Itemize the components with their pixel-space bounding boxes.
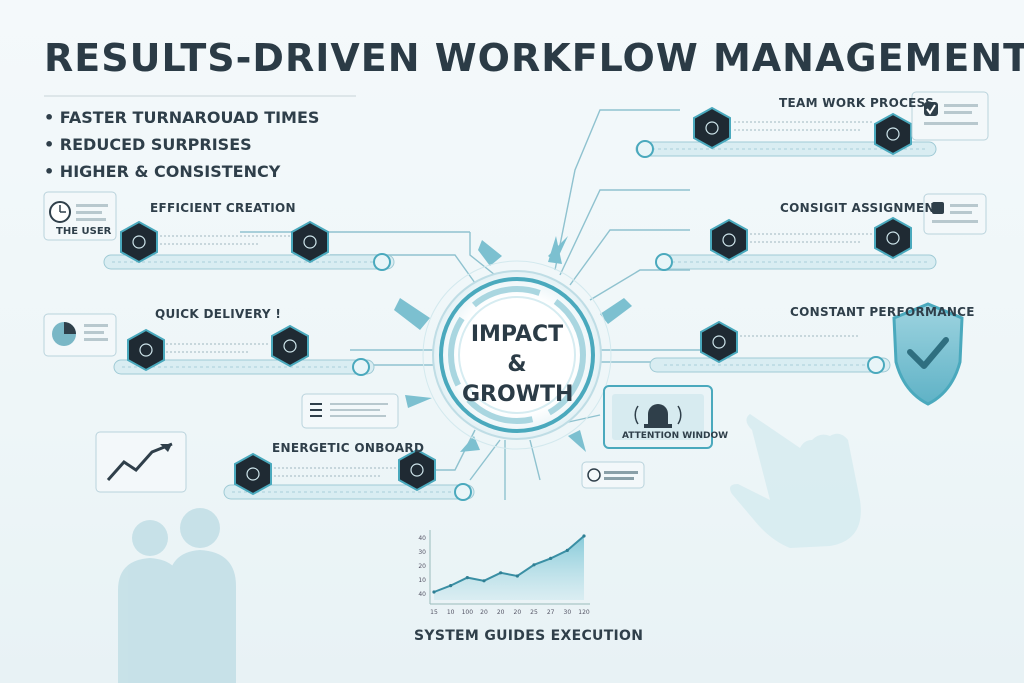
bullet-item: REDUCED SURPRISES — [44, 131, 319, 158]
info-lines — [160, 121, 872, 477]
hex-node — [874, 216, 912, 260]
x-tick-label: 25 — [530, 609, 538, 616]
hex-node — [291, 220, 329, 264]
bullet-item: FASTER TURNAROUAD TIMES — [44, 104, 320, 131]
hex-node-icons — [132, 121, 900, 481]
page-title: RESULTS-DRIVEN WORKFLOW MANAGEMENT — [44, 36, 1024, 80]
x-tick-label: 100 — [462, 609, 474, 616]
hex-node — [693, 106, 731, 150]
hub-title: IMPACT & GROWTH — [462, 320, 574, 410]
x-tick-label: 15 — [430, 609, 438, 616]
trend-icon — [106, 442, 173, 481]
chart-line — [433, 535, 585, 593]
doc-card — [301, 393, 399, 429]
x-tick-label: 10 — [447, 609, 455, 616]
hex-nodes — [120, 106, 912, 496]
chart-point — [515, 574, 519, 578]
hub-arrows — [394, 236, 632, 452]
chart-point — [449, 584, 453, 588]
hex-node — [127, 328, 165, 372]
benefits-list: FASTER TURNAROUAD TIMES REDUCED SURPRISE… — [44, 104, 320, 185]
attention-window-label: ATTENTION WINDOW — [622, 431, 729, 441]
user-card — [43, 191, 117, 241]
hub-circle — [422, 260, 612, 450]
y-tick-label: 40 — [418, 535, 426, 542]
hex-node — [234, 452, 272, 496]
chart-point — [549, 556, 553, 561]
consigit-assignment-label: CONSIGIT ASSIGNMENT — [780, 201, 944, 215]
chart-point — [465, 576, 469, 580]
efficient-creation-label: EFFICIENT CREATION — [150, 201, 296, 215]
hub-title-line2: & GROWTH — [462, 352, 574, 407]
trend-card — [95, 431, 187, 493]
pie-card — [43, 313, 117, 357]
bullet-item: HIGHER & CONSISTENCY — [44, 158, 319, 185]
chart-point — [582, 534, 586, 538]
hex-node — [271, 324, 309, 368]
people-silhouettes — [118, 508, 236, 683]
hex-node — [700, 320, 738, 364]
y-tick-label: 40 — [418, 591, 426, 598]
team-work-process-label: TEAM WORK PROCESS — [779, 96, 935, 110]
x-tick-label: 20 — [514, 609, 522, 616]
hex-node — [874, 112, 912, 156]
conveyor-tracks — [103, 140, 937, 501]
hex-node — [710, 218, 748, 262]
list-card — [923, 193, 987, 235]
x-tick-label: 20 — [480, 609, 488, 616]
chart-point — [482, 579, 486, 583]
quick-delivery-label: QUICK DELIVERY ! — [155, 307, 282, 321]
hub-title-line1: IMPACT — [470, 322, 564, 347]
hex-node — [120, 220, 158, 264]
chart-point — [565, 548, 569, 553]
energetic-onboard-label: ENERGETIC ONBOARD — [272, 441, 425, 455]
chart-point — [499, 571, 503, 575]
x-tick-label: 27 — [547, 609, 555, 616]
y-tick-label: 30 — [418, 549, 426, 556]
alarm-icon — [648, 404, 668, 424]
y-tick-label: 20 — [418, 563, 426, 570]
the-user-label: THE USER — [56, 226, 112, 237]
x-tick-label: 30 — [564, 609, 572, 616]
x-tick-label: 120 — [578, 609, 590, 616]
chart-point — [532, 563, 536, 567]
chart-point — [432, 590, 436, 594]
area-chart: 15 10 100 20 20 20 25 27 30 120 40 30 20 10 40 — [418, 530, 590, 616]
chart-area-fill — [434, 536, 584, 600]
y-tick-label: 10 — [418, 577, 426, 584]
hand-icon — [730, 414, 861, 548]
shield-icon — [892, 302, 964, 406]
check-card — [911, 91, 989, 141]
constant-performance-label: CONSTANT PERFORMANCE — [790, 305, 975, 319]
status-chip — [581, 461, 645, 489]
x-tick-label: 20 — [497, 609, 505, 616]
alarm-card — [603, 385, 713, 449]
hex-node — [398, 448, 436, 492]
system-guides-label: SYSTEM GUIDES EXECUTION — [414, 628, 644, 644]
